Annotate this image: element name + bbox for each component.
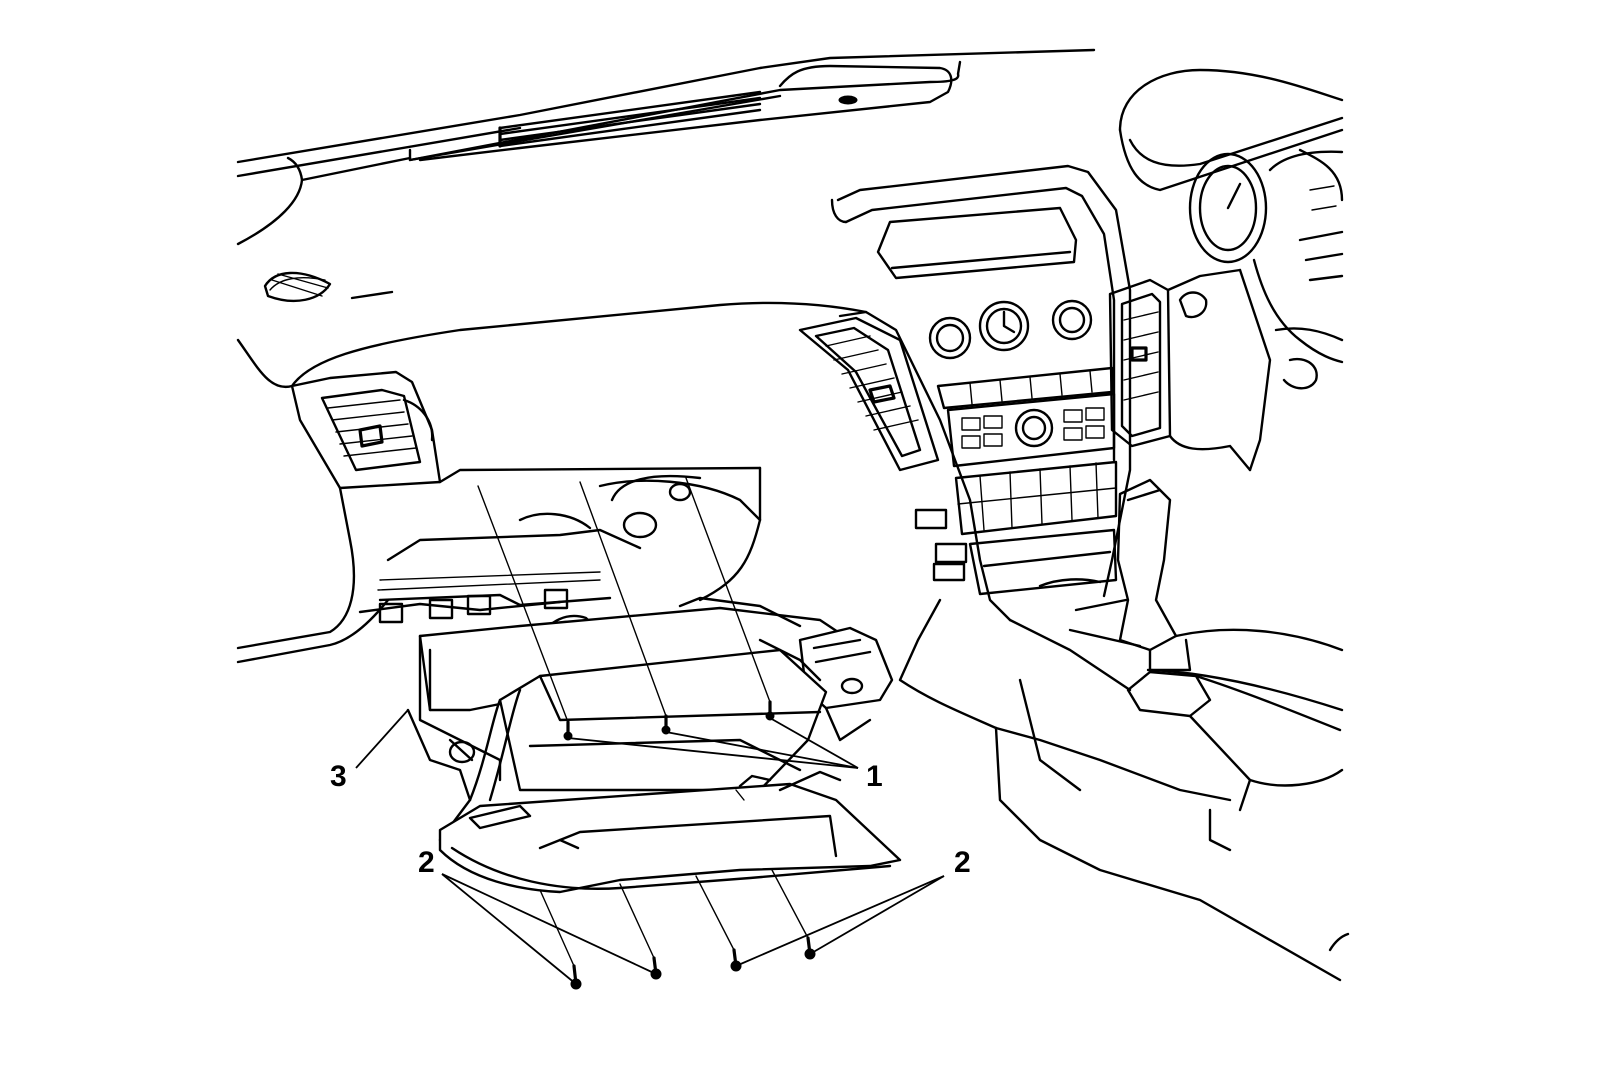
callout-2-left-label: 2 <box>418 846 435 879</box>
dash-lower-edge <box>236 338 762 664</box>
screw-set-2 <box>570 936 816 990</box>
defroster-vent <box>408 60 962 162</box>
dash-top-surface <box>263 271 868 388</box>
glovebox-opening-interior <box>358 474 762 662</box>
driver-air-vent <box>1108 278 1172 448</box>
callout-1-label: 1 <box>866 760 883 793</box>
callout-leaders <box>355 709 945 985</box>
instrument-cluster-and-steering <box>1118 68 1344 472</box>
screw-alignment-lines <box>477 477 809 967</box>
passenger-air-vent <box>290 370 442 490</box>
callout-3-label: 3 <box>330 760 347 793</box>
center-stack <box>830 164 1132 622</box>
glovebox-door-assembly <box>406 596 902 894</box>
center-console-and-shifter <box>898 478 1350 982</box>
callout-2-right-label: 2 <box>954 846 971 879</box>
upper-dash-edge <box>236 48 1096 246</box>
center-air-vent <box>798 316 940 472</box>
